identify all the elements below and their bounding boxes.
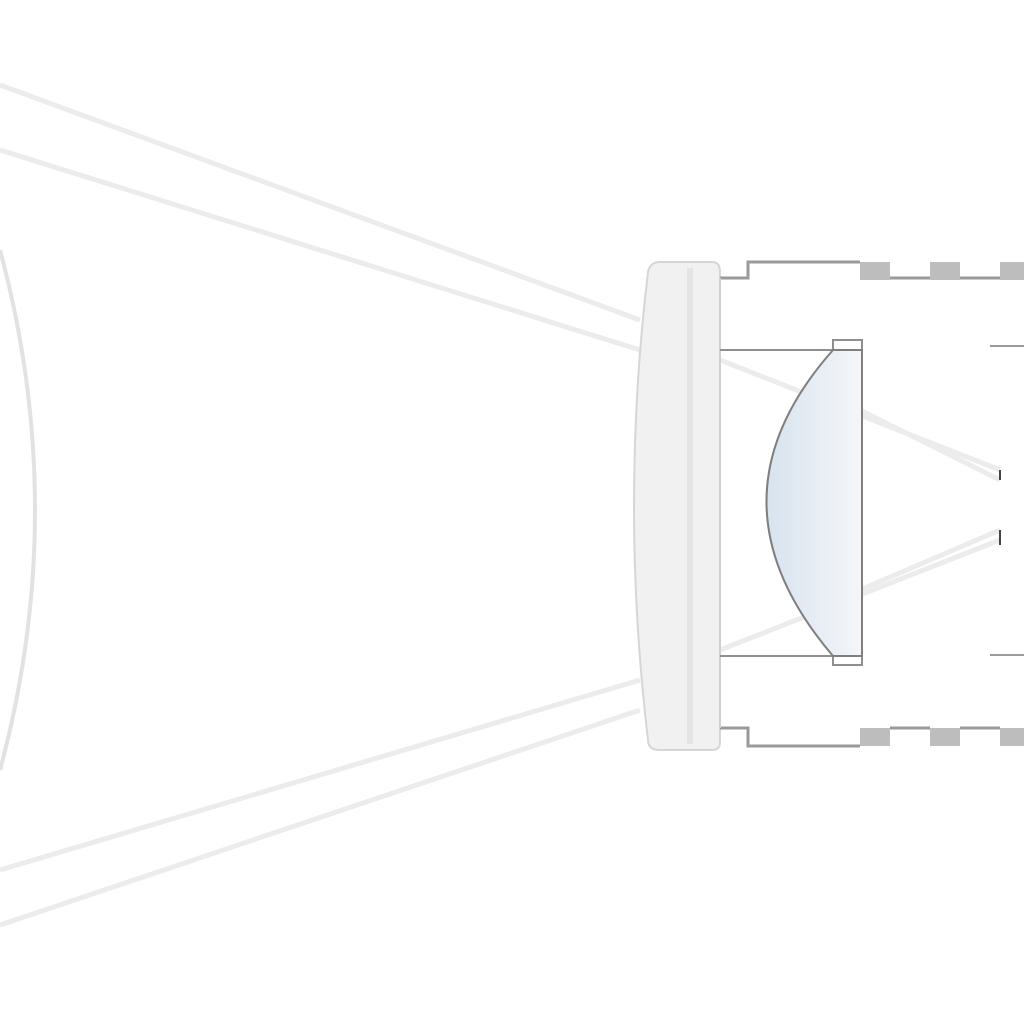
housing-block [860, 728, 890, 746]
housing-block [1000, 262, 1024, 280]
ray-inner-bottom-2 [859, 527, 1001, 593]
housing-top-edge [720, 260, 1000, 280]
housing-block [1000, 728, 1024, 746]
inner-plano-convex-lens [765, 349, 863, 657]
lens-housing [719, 260, 1000, 748]
ray-inner-top-2 [858, 407, 1002, 483]
ray-bottom-outer [0, 707, 641, 928]
housing-bottom-edge [720, 726, 1000, 748]
ray-top-inner [0, 147, 641, 353]
sensor-element [990, 345, 1024, 656]
front-lens [633, 261, 721, 751]
housing-block [930, 728, 960, 746]
housing-block [860, 262, 890, 280]
ray-top-outer [0, 82, 641, 323]
housing-block [930, 262, 960, 280]
housing-blocks [860, 262, 1024, 746]
object-arc [0, 249, 37, 771]
ray-bottom-inner [0, 677, 641, 873]
